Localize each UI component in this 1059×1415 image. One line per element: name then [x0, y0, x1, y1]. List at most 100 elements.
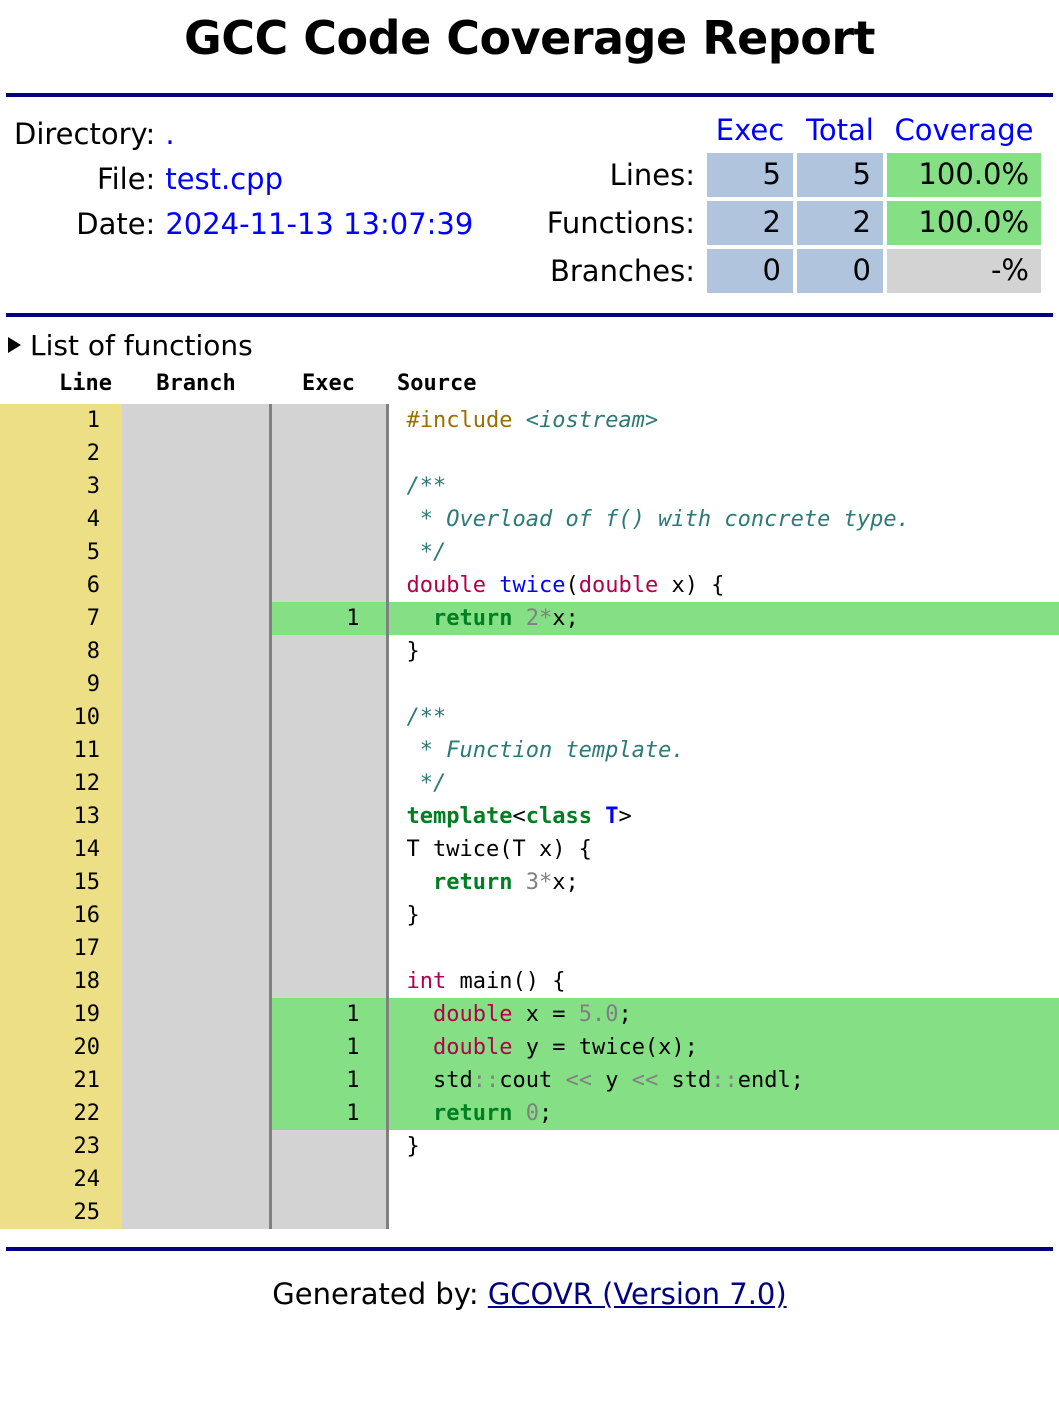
- code-token: T: [605, 803, 619, 829]
- page-title: GCC Code Coverage Report: [183, 11, 876, 65]
- code-token: int: [406, 968, 447, 994]
- code-token: ::: [472, 1067, 500, 1093]
- line-number-cell: 8: [0, 634, 122, 668]
- branch-cell: [122, 1030, 272, 1064]
- code-token: double: [578, 572, 659, 598]
- code-token: /**: [406, 473, 447, 499]
- stats-corner-cell: [546, 113, 703, 149]
- branch-cell: [122, 1129, 272, 1163]
- stats-header-row: Exec Total Coverage: [546, 113, 1041, 149]
- line-number-cell: 4: [0, 502, 122, 536]
- code-token: T twice(T x) {: [406, 836, 592, 862]
- source-code-cell: /**: [387, 469, 1059, 503]
- source-code-cell: }: [387, 634, 1059, 668]
- stats-exec-value: 5: [707, 152, 793, 197]
- line-number-cell: 17: [0, 931, 122, 965]
- code-token: double: [433, 1034, 513, 1060]
- code-token: [486, 573, 499, 598]
- code-token: [407, 606, 434, 631]
- exec-count-cell: [270, 535, 389, 569]
- code-token: return: [433, 869, 513, 895]
- line-number-cell: 21: [0, 1063, 122, 1097]
- line-number-cell: 6: [0, 568, 122, 602]
- exec-count-cell: [270, 1162, 389, 1196]
- source-code-cell: double x = 5.0;: [387, 997, 1059, 1031]
- source-code-cell: T twice(T x) {: [387, 832, 1059, 866]
- source-line-row: 14 T twice(T x) {: [0, 832, 1059, 866]
- branch-cell: [122, 1063, 272, 1097]
- source-code-cell: double y = twice(x);: [387, 1030, 1059, 1064]
- code-token: [512, 870, 525, 895]
- stats-total-value: 5: [797, 152, 883, 197]
- exec-count-cell: [270, 667, 389, 701]
- code-token: x) {: [658, 572, 725, 598]
- code-token: /**: [406, 704, 447, 730]
- stats-header-coverage: Coverage: [894, 112, 1034, 147]
- code-token: x;: [552, 605, 579, 631]
- source-code-cell: std::cout << y << std::endl;: [387, 1063, 1059, 1097]
- code-token: >: [618, 803, 632, 829]
- source-line-row: 4 * Overload of f() with concrete type.: [0, 502, 1059, 536]
- stats-exec-value: 2: [707, 200, 793, 245]
- gcovr-link[interactable]: GCOVR (Version 7.0): [487, 1276, 787, 1311]
- exec-count-cell: [270, 865, 389, 899]
- source-line-row: 15 return 3*x;: [0, 865, 1059, 899]
- source-header-source: Source: [387, 365, 1059, 404]
- stats-row-label: Lines:: [609, 157, 695, 192]
- source-code-cell: [387, 931, 1059, 965]
- code-token: [512, 606, 525, 631]
- line-number-cell: 22: [0, 1096, 122, 1130]
- line-number-cell: 9: [0, 667, 122, 701]
- meta-value[interactable]: test.cpp: [165, 161, 283, 196]
- code-token: <<: [565, 1067, 592, 1093]
- line-number-cell: 23: [0, 1129, 122, 1163]
- code-token: }: [406, 638, 420, 664]
- exec-count-cell: 1: [270, 997, 389, 1031]
- meta-row: Directory:.: [14, 113, 473, 158]
- exec-count-cell: [270, 931, 389, 965]
- line-number-cell: 10: [0, 700, 122, 734]
- code-token: #include: [406, 407, 526, 433]
- source-code-cell: int main() {: [387, 964, 1059, 998]
- source-code-cell: return 3*x;: [387, 865, 1059, 899]
- triangle-right-icon[interactable]: [8, 337, 21, 354]
- code-token: std: [658, 1067, 712, 1093]
- source-code-cell: }: [387, 1129, 1059, 1163]
- line-number-cell: 5: [0, 535, 122, 569]
- code-token: <: [512, 803, 526, 829]
- code-token: ::: [711, 1067, 738, 1093]
- line-number-cell: 2: [0, 436, 122, 470]
- source-line-row: 2: [0, 436, 1059, 470]
- branch-cell: [122, 634, 272, 668]
- exec-count-cell: [270, 469, 389, 503]
- source-code-cell: return 0;: [387, 1096, 1059, 1130]
- exec-count-cell: [270, 832, 389, 866]
- code-token: return: [433, 605, 513, 631]
- code-token: main() {: [446, 968, 566, 994]
- line-number-cell: 16: [0, 898, 122, 932]
- source-line-row: 16}: [0, 898, 1059, 932]
- branch-cell: [122, 436, 272, 470]
- line-number-cell: 14: [0, 832, 122, 866]
- branch-cell: [122, 502, 272, 536]
- meta-value[interactable]: .: [165, 116, 175, 151]
- code-token: *: [538, 869, 553, 895]
- line-number-cell: 13: [0, 799, 122, 833]
- exec-count-cell: [270, 436, 389, 470]
- exec-count-cell: [270, 799, 389, 833]
- meta-value[interactable]: 2024-11-13 13:07:39: [165, 206, 474, 241]
- line-number-cell: 3: [0, 469, 122, 503]
- code-token: [407, 1035, 434, 1060]
- meta-row: Date:2024-11-13 13:07:39: [14, 203, 473, 248]
- line-number-cell: 20: [0, 1030, 122, 1064]
- list-of-functions-disclosure[interactable]: List of functions: [0, 317, 1059, 366]
- code-token: twice: [499, 572, 566, 598]
- exec-count-cell: [270, 403, 389, 437]
- code-token: 0: [525, 1100, 539, 1126]
- summary-divider: [6, 312, 1053, 317]
- exec-count-cell: [270, 898, 389, 932]
- source-line-row: 5 */: [0, 535, 1059, 569]
- source-code-cell: [387, 1162, 1059, 1196]
